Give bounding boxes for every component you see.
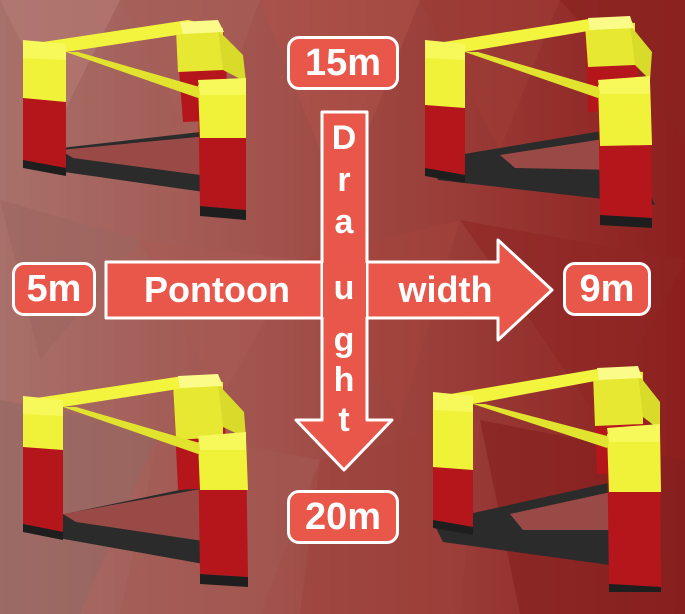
draught-letter: D [331, 119, 357, 157]
pontoon-frame-top-right [425, 16, 655, 228]
pontoon-frame-top-left [23, 20, 246, 220]
pontoon-text: Pontoon [144, 269, 290, 310]
draught-letter: r [337, 161, 351, 199]
draught-letter: g [333, 321, 355, 359]
draught-letter: a [334, 203, 354, 241]
label-draught-min: 15m [287, 36, 399, 90]
pontoon-frame-bottom-left [23, 374, 248, 587]
draught-letter: t [338, 401, 350, 439]
label-width-min: 5m [12, 262, 96, 316]
draught-letter: h [333, 361, 355, 399]
width-text: width [398, 269, 493, 310]
label-draught-max: 20m [287, 490, 399, 544]
draught-letter: u [333, 269, 355, 307]
label-width-max: 9m [563, 262, 651, 316]
pontoon-frame-bottom-right [433, 366, 661, 592]
